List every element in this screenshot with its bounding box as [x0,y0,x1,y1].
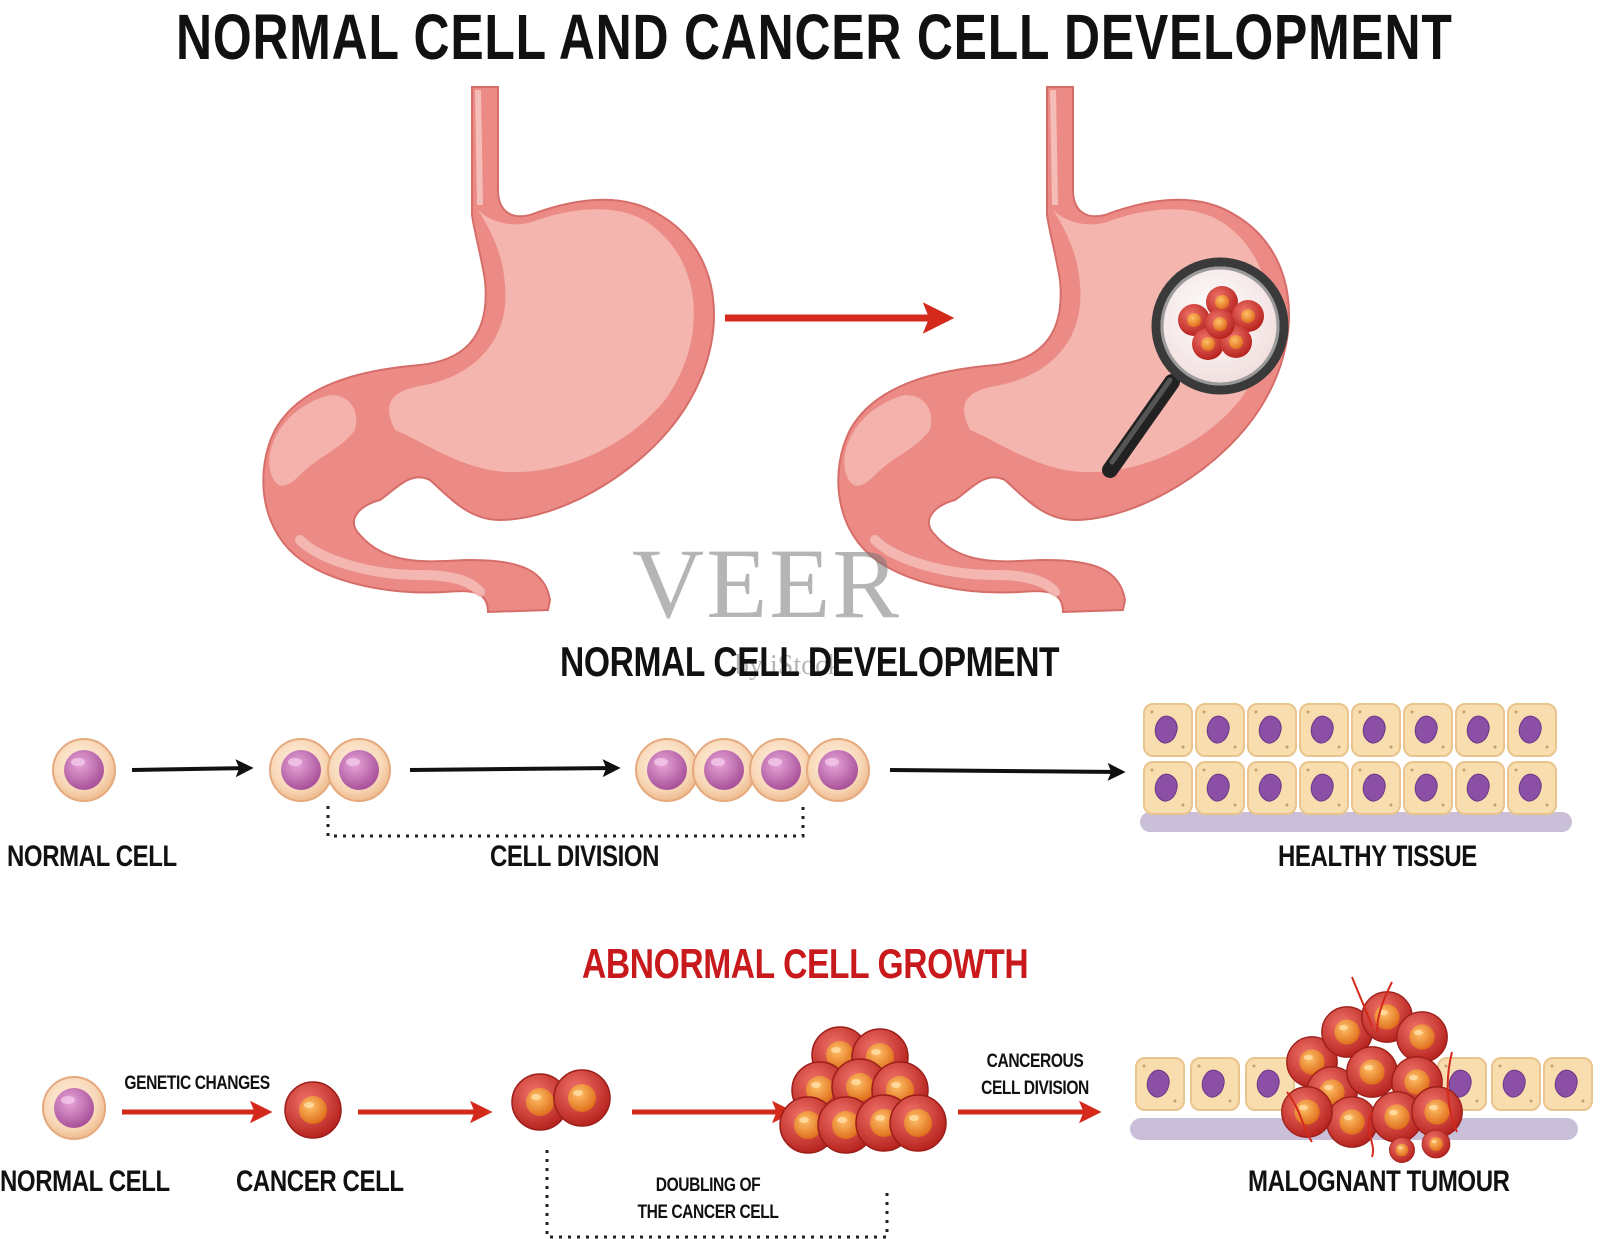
abnormal-heading: ABNORMAL CELL GROWTH [582,940,1029,987]
label-doubling: DOUBLING OF THE CANCER CELL [634,1172,782,1226]
label-cancerous-division: CANCEROUS CELL DIVISION [974,1048,1097,1102]
label-normal-cell-2: NORMAL CELL [0,1165,170,1198]
label-doubling-line1: DOUBLING OF [655,1175,761,1196]
label-cell-division: CELL DIVISION [490,840,660,873]
label-normal-cell: NORMAL CELL [7,840,177,873]
magnifying-glass-icon [1102,257,1289,478]
page-title: NORMAL CELL AND CANCER CELL DEVELOPMENT [176,1,1453,73]
label-cancerous-line2: CELL DIVISION [981,1078,1089,1099]
healthy-tissue [1140,703,1572,832]
normal-heading: NORMAL CELL DEVELOPMENT [560,638,1060,685]
abnormal-growth-row [42,1026,1102,1239]
label-malignant-tumour: MALOGNANT TUMOUR [1248,1165,1510,1198]
label-genetic-changes: GENETIC CHANGES [124,1073,270,1094]
label-cancerous-line1: CANCEROUS [986,1051,1084,1072]
watermark-main: VEER [632,528,902,639]
label-cancer-cell: CANCER CELL [236,1165,404,1198]
malignant-tumour [1130,976,1593,1163]
normal-development-row [52,738,1126,838]
label-healthy-tissue: HEALTHY TISSUE [1278,840,1477,873]
watermark-sub: by iStock [735,650,842,681]
label-doubling-line2: THE CANCER CELL [637,1202,779,1223]
